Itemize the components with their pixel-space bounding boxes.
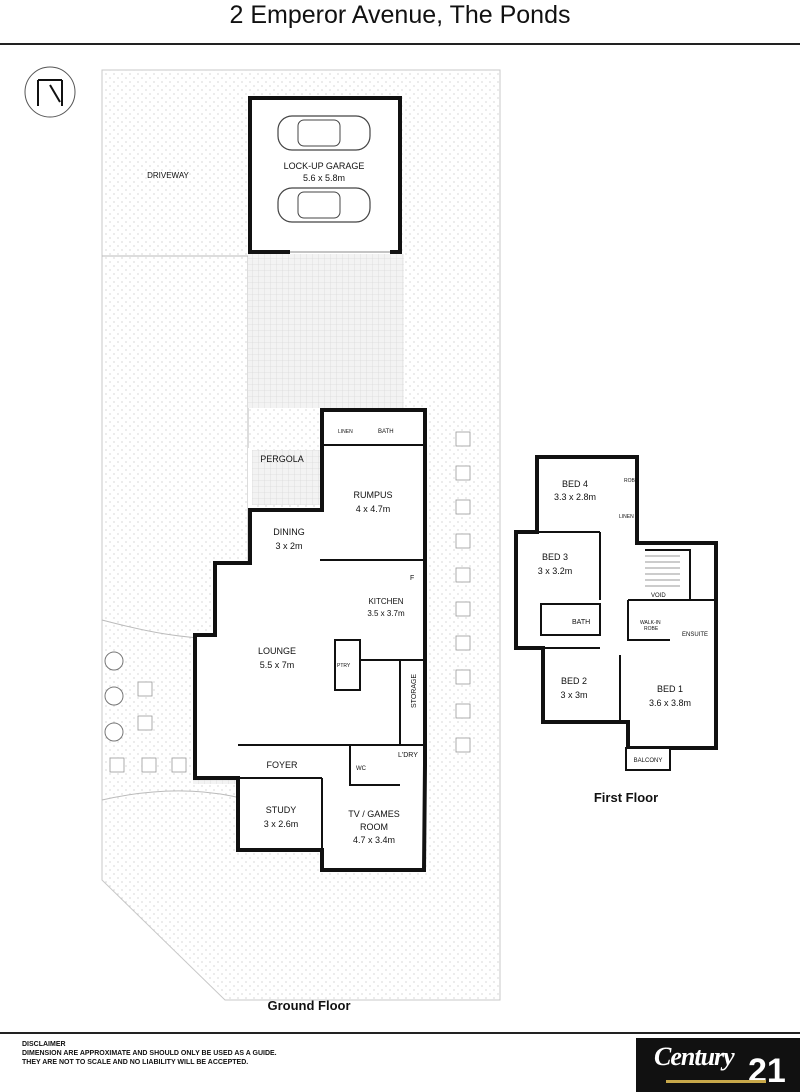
car-icon xyxy=(277,187,371,223)
walkin-label: WALK-IN xyxy=(640,620,661,626)
garage: LOCK-UP GARAGE 5.6 x 5.8m xyxy=(248,96,402,254)
balcony-label: BALCONY xyxy=(634,758,663,764)
linen-label: LINEN xyxy=(338,429,353,435)
study-name: STUDY xyxy=(266,805,297,815)
bed3-name: BED 3 xyxy=(542,552,568,562)
dining-size: 3 x 2m xyxy=(275,541,302,551)
century21-logo: Century 21 xyxy=(636,1038,800,1092)
linen-ff-label: LINEN xyxy=(619,514,634,520)
page-title: 2 Emperor Avenue, The Ponds xyxy=(229,1,571,29)
fridge-label: F xyxy=(410,575,414,582)
bed2-size: 3 x 3m xyxy=(560,690,587,700)
tv-size: 4.7 x 3.4m xyxy=(353,835,395,845)
stairs xyxy=(645,555,680,587)
garage-name: LOCK-UP GARAGE xyxy=(284,161,365,171)
bed1-size: 3.6 x 3.8m xyxy=(649,698,691,708)
garage-size: 5.6 x 5.8m xyxy=(303,173,345,183)
pergola-opening xyxy=(248,448,252,508)
disclaimer-line-2: THEY ARE NOT TO SCALE AND NO LIABILITY W… xyxy=(22,1059,249,1066)
first-floor-label: First Floor xyxy=(594,790,658,805)
void-label: VOID xyxy=(651,593,666,599)
title-divider xyxy=(0,43,800,45)
kitchen-name: KITCHEN xyxy=(368,597,403,606)
car-icon xyxy=(277,115,371,151)
wc-label: WC xyxy=(356,766,367,772)
laundry-label: L'DRY xyxy=(398,752,418,759)
foyer-label: FOYER xyxy=(266,760,298,770)
disclaimer-heading: DISCLAIMER xyxy=(22,1041,66,1048)
bath-label: BATH xyxy=(378,429,394,435)
bed3-size: 3 x 3.2m xyxy=(538,566,573,576)
balcony xyxy=(625,747,671,771)
rumpus-size: 4 x 4.7m xyxy=(356,504,391,514)
logo-number: 21 xyxy=(748,1052,786,1090)
logo-word: Century xyxy=(654,1042,735,1071)
bed1-name: BED 1 xyxy=(657,684,683,694)
tv-name: TV / GAMES xyxy=(348,809,400,819)
study-size: 3 x 2.6m xyxy=(264,819,299,829)
driveway-label: DRIVEWAY xyxy=(147,171,189,180)
lounge-name: LOUNGE xyxy=(258,646,296,656)
north-arrow-icon xyxy=(24,66,76,118)
ensuite-label: ENSUITE xyxy=(682,632,708,638)
walkin-robe-label: ROBE xyxy=(644,626,659,632)
bed2-name: BED 2 xyxy=(561,676,587,686)
rumpus-name: RUMPUS xyxy=(353,490,392,500)
ground-floor-label: Ground Floor xyxy=(267,998,350,1013)
disclaimer-line-1: DIMENSION ARE APPROXIMATE AND SHOULD ONL… xyxy=(22,1050,277,1057)
driveway-paving xyxy=(248,254,404,408)
stepping-stones xyxy=(109,431,471,773)
tv-name-2: ROOM xyxy=(360,822,388,832)
disclaimer: DISCLAIMER DIMENSION ARE APPROXIMATE AND… xyxy=(22,1040,277,1067)
shrub-icons xyxy=(104,651,124,742)
floor-plan: LOCK-UP GARAGE 5.6 x 5.8m DRIVEWAY PERGO… xyxy=(24,66,718,1013)
storage-label: STORAGE xyxy=(411,674,418,708)
bed4-size: 3.3 x 2.8m xyxy=(554,492,596,502)
bed4-name: BED 4 xyxy=(562,479,588,489)
disclaimer-divider xyxy=(0,1032,800,1034)
lounge-size: 5.5 x 7m xyxy=(260,660,295,670)
pergola-paving xyxy=(250,450,328,505)
bath-ff-label: BATH xyxy=(572,619,590,626)
ground-floor-plan xyxy=(193,408,427,872)
logo-stripe xyxy=(666,1080,766,1083)
robe-label: ROBE xyxy=(624,478,639,484)
pantry-label: PTRY xyxy=(337,663,351,669)
kitchen-size: 3.5 x 3.7m xyxy=(367,609,405,618)
dining-name: DINING xyxy=(273,527,305,537)
first-floor-plan xyxy=(514,455,718,750)
pergola-label: PERGOLA xyxy=(260,454,304,464)
